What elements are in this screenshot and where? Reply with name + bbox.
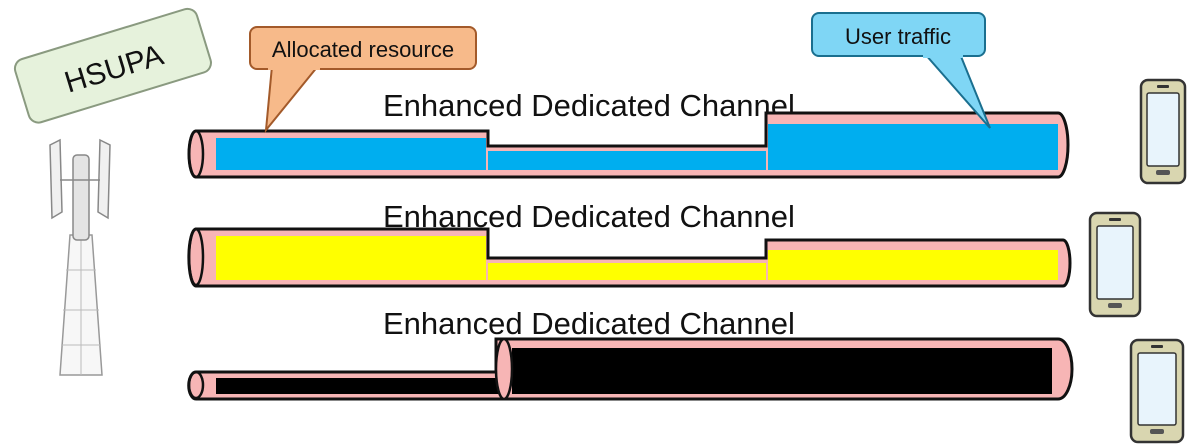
channel-3-traffic (216, 348, 1052, 394)
mobile-phone-icon (1129, 338, 1185, 444)
hsupa-label-box: HSUPA (13, 7, 212, 124)
allocated-resource-callout: Allocated resource (249, 26, 477, 134)
channel-1-traffic (216, 124, 1058, 170)
channel-1: Enhanced Dedicated Channel (187, 88, 1070, 179)
allocated-resource-label: Allocated resource (272, 37, 454, 62)
user-traffic-callout: User traffic (811, 12, 991, 129)
cell-tower-icon (49, 138, 111, 376)
mobile-phone-icon (1088, 211, 1142, 318)
channel-2-traffic (216, 236, 1058, 280)
channel-3: Enhanced Dedicated Channel (187, 306, 1074, 401)
mobile-phone-icon (1139, 78, 1187, 185)
channel-1-title: Enhanced Dedicated Channel (383, 88, 795, 123)
user-traffic-label: User traffic (845, 24, 951, 49)
channel-3-title: Enhanced Dedicated Channel (383, 306, 795, 341)
channel-2: Enhanced Dedicated Channel (187, 199, 1072, 288)
